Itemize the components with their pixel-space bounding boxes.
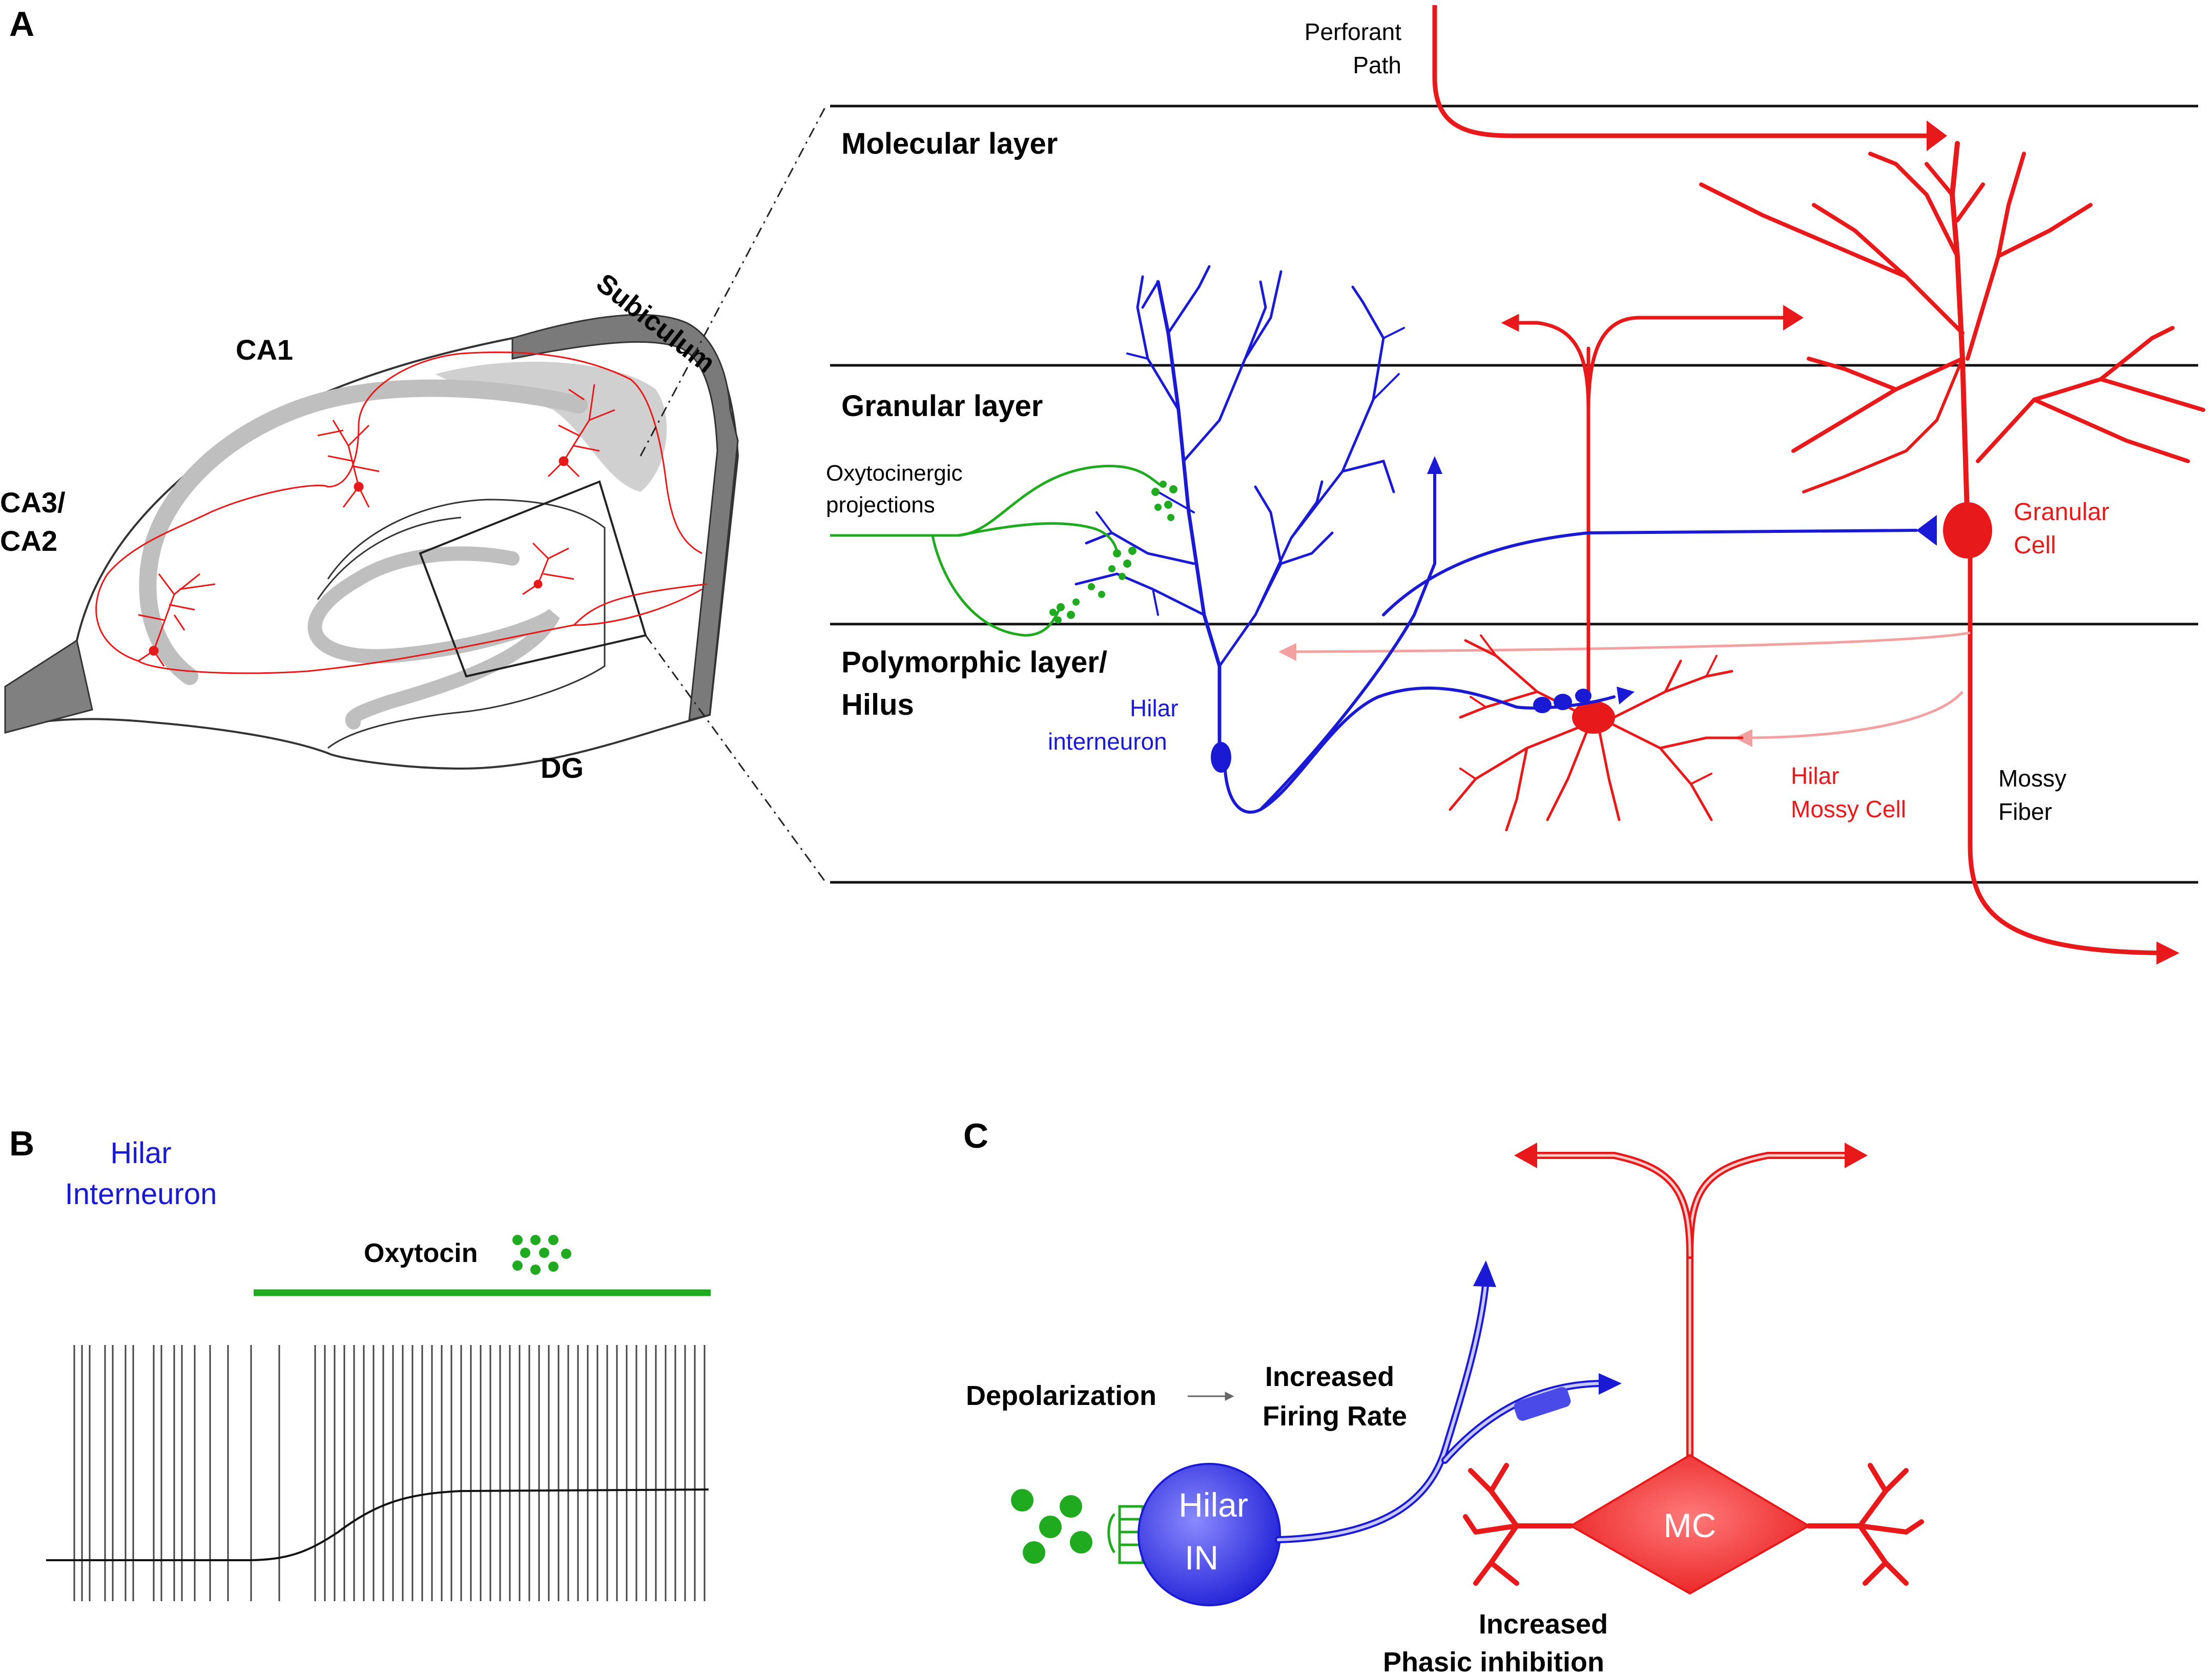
- mc-axon-left-tip: [1514, 1143, 1537, 1168]
- ca3-neuron: [138, 573, 216, 667]
- granular-cell-soma: [1943, 502, 1992, 558]
- oxytocinergic-projections: [830, 465, 1164, 637]
- subiculum-cloud: [436, 362, 667, 492]
- hilar-in-soma: [1138, 1463, 1281, 1606]
- mossy-fiber-label-line1: Mossy: [1998, 765, 2066, 792]
- panel-label-a: A: [9, 5, 34, 44]
- mossy-collateral-to-mc: [1742, 691, 1963, 739]
- mc-dendrites-right: [1806, 1463, 1924, 1586]
- subiculum-band: [511, 314, 739, 721]
- granular-cell-label-line1: Granular: [2014, 499, 2110, 526]
- mc-soma: [1569, 1454, 1811, 1595]
- perforant-label-line2: Path: [1353, 52, 1401, 78]
- label-ca3-line2: CA2: [0, 525, 57, 557]
- oxytocin-vesicles-a: [1049, 481, 1177, 624]
- oxytocin-molecules-c: [1011, 1489, 1092, 1564]
- label-ca1: CA1: [236, 334, 293, 366]
- mossy-cell-label-line1: Hilar: [1791, 762, 1839, 789]
- mossy-collateral-to-mc-tip: [1734, 729, 1752, 747]
- hilar-interneuron-soma: [1211, 742, 1231, 773]
- in-axon-right-tip: [1599, 1373, 1622, 1395]
- ca-pyramidal-layer: [139, 379, 588, 685]
- hilar-mossy-cell-soma: [1572, 701, 1615, 734]
- increased-firing-line2: Firing Rate: [1263, 1401, 1407, 1432]
- mossy-collateral-to-interneuron: [1280, 631, 1971, 653]
- interneuron-axon-up-tip: [1427, 456, 1442, 474]
- oxytocin-label: Oxytocin: [364, 1238, 478, 1268]
- layer-molecular: Molecular layer: [841, 127, 1058, 160]
- panel-label-c: C: [963, 1116, 988, 1155]
- depolarization-label: Depolarization: [966, 1380, 1156, 1411]
- layer-granular: Granular layer: [841, 389, 1043, 423]
- in-synaptic-bouton: [1514, 1387, 1571, 1421]
- oxy-label-line1: Oxytocinergic: [826, 461, 963, 486]
- mossy-fiber-label-line2: Fiber: [1998, 798, 2052, 825]
- dg-neuron: [522, 542, 574, 595]
- hilar-in-c-line2: IN: [1185, 1539, 1218, 1577]
- mc-axon-right-tip: [1845, 1143, 1868, 1168]
- label-dg: DG: [541, 752, 584, 784]
- in-axon-up-tip: [1473, 1260, 1496, 1287]
- mc-dendrites-left: [1463, 1463, 1574, 1586]
- trisynaptic-branch: [573, 583, 708, 626]
- hilar-interneuron: [1074, 265, 1918, 814]
- mossy-fiber-axon: [1968, 553, 2180, 965]
- projection-line-top: [639, 107, 826, 457]
- granular-cell-label-line2: Cell: [2014, 532, 2056, 559]
- ca1-neuron-right: [547, 384, 615, 478]
- granular-cell: [1699, 141, 2205, 530]
- interneuron-synapse-gc: [1916, 515, 1937, 546]
- hilar-in-label-line1: Hilar: [1130, 695, 1179, 721]
- panel-b-title-line2: Interneuron: [65, 1177, 217, 1211]
- oxytocin-dots-b: [512, 1235, 571, 1275]
- mossy-collateral-to-interneuron-tip: [1278, 643, 1296, 661]
- dentate-outline: [327, 499, 606, 749]
- layer-polymorphic-line1: Polymorphic layer/: [841, 646, 1107, 679]
- oxy-label-line2: projections: [826, 492, 935, 518]
- panel-b: B Hilar Interneuron Oxytocin: [9, 1124, 711, 1601]
- panel-a: A: [0, 5, 2205, 965]
- projection-line-bottom: [645, 635, 826, 882]
- interneuron-axon-right-tip: [1617, 687, 1635, 705]
- hilar-in-c-line1: Hilar: [1179, 1486, 1248, 1524]
- mossy-cell-c: [1528, 1152, 1853, 1459]
- phasic-inhibition-line2: Phasic inhibition: [1383, 1647, 1604, 1676]
- perforant-synapse: [1927, 120, 1947, 151]
- entorhinal-bar: [4, 639, 93, 734]
- increased-firing-line1: Increased: [1265, 1361, 1394, 1392]
- perforant-label-line1: Perforant: [1305, 18, 1401, 45]
- interneuron-boutons-on-mc: [1533, 689, 1591, 713]
- perforant-path: [1432, 5, 1927, 138]
- ca1-neuron-left: [317, 420, 380, 508]
- panel-b-title-line1: Hilar: [110, 1136, 171, 1170]
- panel-c: C Depolarization Increased Firing Rate H…: [963, 1116, 1924, 1676]
- membrane-potential-trace: [46, 1488, 709, 1561]
- layer-polymorphic-line2: Hilus: [841, 688, 914, 721]
- mossy-cell-axon-synapse: [1783, 305, 1804, 330]
- hilar-mossy-cell: [1449, 316, 1785, 832]
- mossy-cell-label-line2: Mossy Cell: [1791, 796, 1906, 822]
- spike-train: [73, 1345, 706, 1601]
- hippocampus-slice: [4, 314, 739, 770]
- trisynaptic-circuit: [95, 351, 702, 674]
- dg-granule-layer: [307, 546, 560, 730]
- hippocampal-fissure: [317, 516, 462, 600]
- hilar-in-label-line2: interneuron: [1048, 728, 1167, 755]
- phasic-inhibition-line1: Increased: [1479, 1609, 1608, 1640]
- label-ca3-line1: CA3/: [0, 486, 66, 519]
- panel-label-b: B: [9, 1124, 34, 1163]
- mc-label: MC: [1664, 1506, 1717, 1544]
